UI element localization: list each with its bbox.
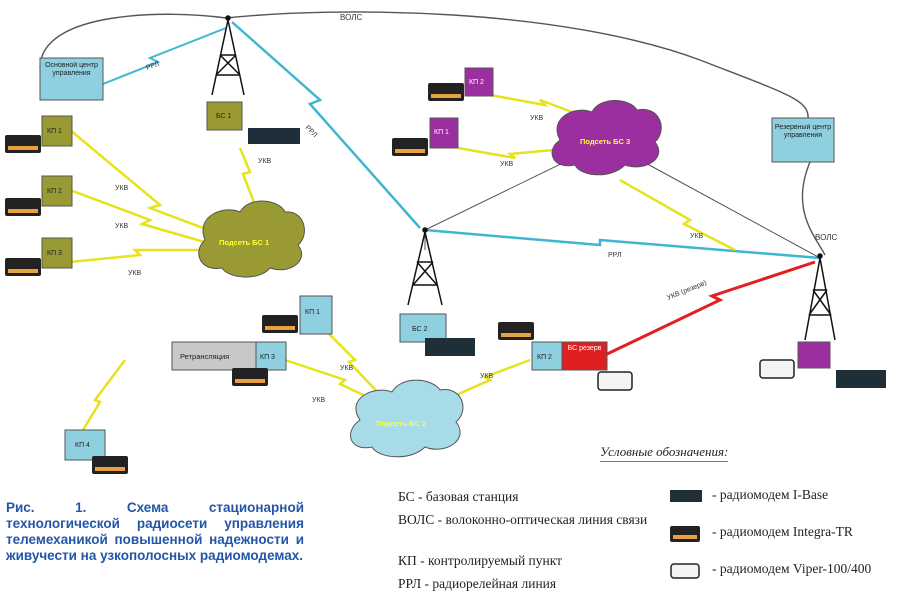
figure-caption: Рис. 1. Схема стационарной технологическ… [6,500,304,563]
main-control-center: Основной центр управления [39,57,104,101]
ibase-modems [248,128,886,388]
vols-top-line [39,11,809,121]
cloud-subnet-bs2: Подсеть БС 2 [350,379,464,458]
vols-right-line [801,161,826,256]
kp2-right-box: КП 2 [531,341,563,371]
svg-text:УКВ: УКВ [115,223,129,230]
bs2-box: БС 2 [399,313,447,343]
svg-text:КП 1: КП 1 [434,129,449,136]
integra-modems [5,83,534,474]
legend-abbr-rrl: РРЛ - радиорелейная линия [398,576,557,591]
cloud-subnet-bs3: Подсеть БС 3 [551,100,662,176]
kp1-bottom-box: КП 1 [299,295,333,335]
viper-modems [597,359,795,391]
ukv-reserve-label: УКВ (резерв) [666,280,708,302]
svg-text:УКВ: УКВ [258,158,272,165]
svg-text:КП 2: КП 2 [47,188,62,195]
tower-right [804,253,836,341]
svg-text:КП 2: КП 2 [469,79,484,86]
subnet-bs3-label: Подсеть БС 3 [580,137,630,146]
ukv-reserve-link [604,260,816,357]
svg-text:УКВ: УКВ [312,397,326,404]
relay-box: Ретрансляция [171,341,257,371]
rrl-link-hub-right [424,228,821,260]
reserve-control-center: Резервный центр управления [771,117,835,163]
kp3-bottom-box: КП 3 [255,341,287,371]
svg-text:УКВ: УКВ [128,270,142,277]
svg-text:КП 3: КП 3 [47,250,62,257]
ukv-labels: УКВ УКВ УКВ УКВ УКВ УКВ УКВ УКВ УКВ УКВ [115,115,704,404]
network-diagram: ВОЛС ВОЛС РРЛ РРЛ РРЛ УКВ УКВ УКВ УКВ УК… [5,11,886,474]
svg-text:УКВ: УКВ [530,115,544,122]
svg-text:УКВ: УКВ [115,185,129,192]
vols-top-label: ВОЛС [340,13,362,22]
svg-text:УКВ: УКВ [340,365,354,372]
ibase-modem-icon [670,490,702,502]
legend-abbr-kp: КП - контролируемый пункт [398,553,563,568]
tower-bs1 [211,15,245,96]
bs3-box [797,341,831,369]
svg-text:УКВ: УКВ [480,373,494,380]
kp3-left-box: КП 3 [41,237,73,269]
svg-text:БС 1: БС 1 [216,113,232,120]
cloud-subnet-bs1: Подсеть БС 1 [198,200,305,278]
svg-text:УКВ: УКВ [500,161,514,168]
legend-title: Условные обозначения: [600,444,729,462]
bs1-box: БС 1 [206,101,243,131]
svg-text:КП 1: КП 1 [305,309,320,316]
svg-text:КП 4: КП 4 [75,442,90,449]
svg-text:БС 2: БС 2 [412,326,428,333]
tower-hub [407,227,443,306]
right-line-purple [639,159,821,259]
ukv-links [69,93,736,436]
svg-text:КП 3: КП 3 [260,354,275,361]
kp2-top-box: КП 2 [464,67,494,97]
vols-right-label: ВОЛС [815,233,837,242]
legend-abbr-bs: БС - базовая станция [398,489,519,504]
legend-abbr-vols: ВОЛС - волоконно-оптическая линия связи [398,512,648,527]
svg-text:Ретрансляция: Ретрансляция [180,352,229,361]
subnet-bs2-label: Подсеть БС 2 [376,419,426,428]
rrl-main-label: РРЛ [145,61,160,72]
integra-modem-icon [670,526,700,542]
rrl-bs1-label: РРЛ [304,124,319,139]
kp4-box: КП 4 [64,429,106,461]
svg-text:КП 2: КП 2 [537,354,552,361]
rrl-link-bs1-hub [231,21,421,229]
bs-reserve-box: БС резерв [561,341,608,371]
viper-modem-icon [670,563,700,579]
rrl-bs2-label: РРЛ [608,252,622,259]
subnet-bs1-label: Подсеть БС 1 [219,238,269,247]
rrl-link-main-bs1 [102,27,227,85]
kp1-top-box: КП 1 [429,117,459,149]
svg-text:УКВ: УКВ [690,233,704,240]
kp2-left-box: КП 2 [41,175,73,207]
kp1-left-box: КП 1 [41,115,73,147]
svg-text:КП 1: КП 1 [47,128,62,135]
